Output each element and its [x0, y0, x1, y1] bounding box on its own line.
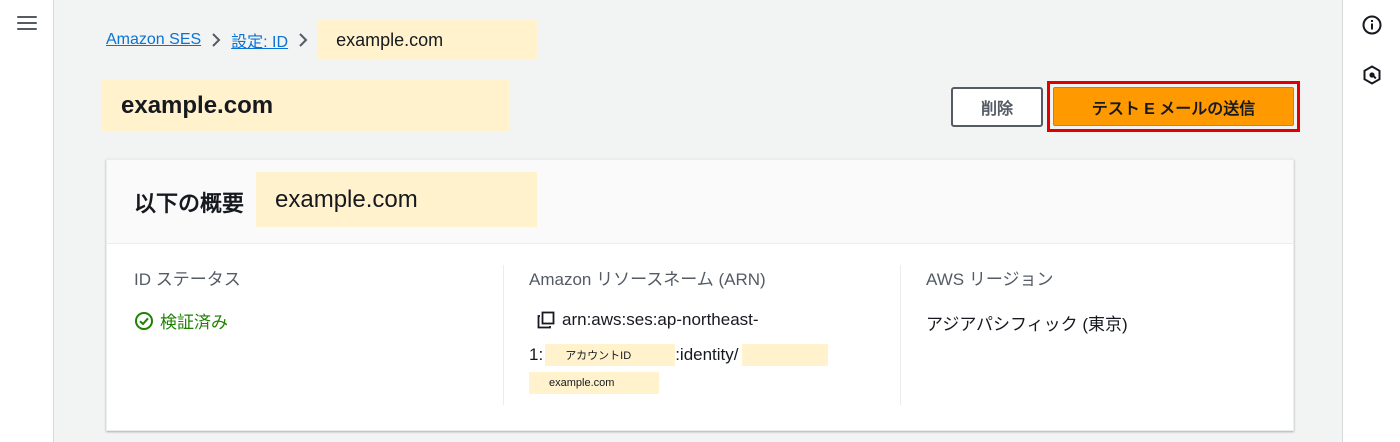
- status-badge: 検証済み: [134, 308, 494, 333]
- breadcrumb-link-ses[interactable]: Amazon SES: [106, 31, 202, 48]
- arn-line2: 1: アカウントID :identity/: [529, 344, 889, 366]
- annotation-highlight-box: テスト E メールの送信: [1047, 81, 1300, 132]
- hamburger-menu-icon[interactable]: [17, 14, 39, 32]
- column-divider: [503, 265, 504, 405]
- status-label: ID ステータス: [134, 270, 241, 289]
- arn-line2-prefix: 1:: [529, 345, 544, 364]
- identity-mask: example.com: [529, 372, 659, 394]
- left-navigation: [0, 0, 54, 442]
- status-column: ID ステータス 検証済み: [134, 265, 494, 405]
- chevron-right-icon: [288, 31, 318, 49]
- summary-title: 以下の概要: [134, 191, 245, 216]
- identity-mask-tail: [741, 344, 828, 366]
- tools-rail: [1342, 0, 1400, 442]
- main-content: Amazon SES 設定: ID example.com example.co…: [55, 0, 1342, 442]
- arn-line1-text: arn:aws:ses:ap-northeast-: [562, 310, 759, 329]
- chevron-right-icon: [201, 31, 231, 49]
- breadcrumb-current: example.com: [318, 20, 538, 60]
- summary-panel: 以下の概要 example.com ID ステータス 検証済み Amazon リ…: [106, 159, 1294, 431]
- arn-label: Amazon リソースネーム (ARN): [529, 270, 766, 289]
- hexagon-feedback-icon[interactable]: [1361, 64, 1383, 86]
- account-id-mask: アカウントID: [545, 344, 676, 366]
- arn-line2-suffix: :identity/: [675, 345, 739, 364]
- page-title: example.com: [101, 79, 509, 132]
- breadcrumb-link-identities[interactable]: 設定: ID: [231, 34, 289, 51]
- region-label: AWS リージョン: [926, 270, 1054, 289]
- column-divider: [900, 265, 901, 405]
- arn-column: Amazon リソースネーム (ARN) arn:aws:ses:ap-nort…: [529, 265, 889, 405]
- send-test-email-button[interactable]: テスト E メールの送信: [1053, 87, 1294, 126]
- check-circle-icon: [135, 311, 153, 330]
- delete-button[interactable]: 削除: [951, 87, 1043, 127]
- status-value: 検証済み: [160, 313, 228, 332]
- info-icon[interactable]: [1361, 14, 1383, 36]
- region-column: AWS リージョン アジアパシフィック (東京): [926, 265, 1276, 405]
- arn-value: arn:aws:ses:ap-northeast-: [529, 310, 889, 330]
- summary-title-identity: example.com: [256, 172, 537, 227]
- copy-icon[interactable]: [537, 311, 555, 329]
- region-value: アジアパシフィック (東京): [926, 315, 1128, 334]
- summary-panel-header: 以下の概要 example.com: [107, 160, 1293, 244]
- breadcrumb: Amazon SES 設定: ID example.com: [106, 20, 538, 60]
